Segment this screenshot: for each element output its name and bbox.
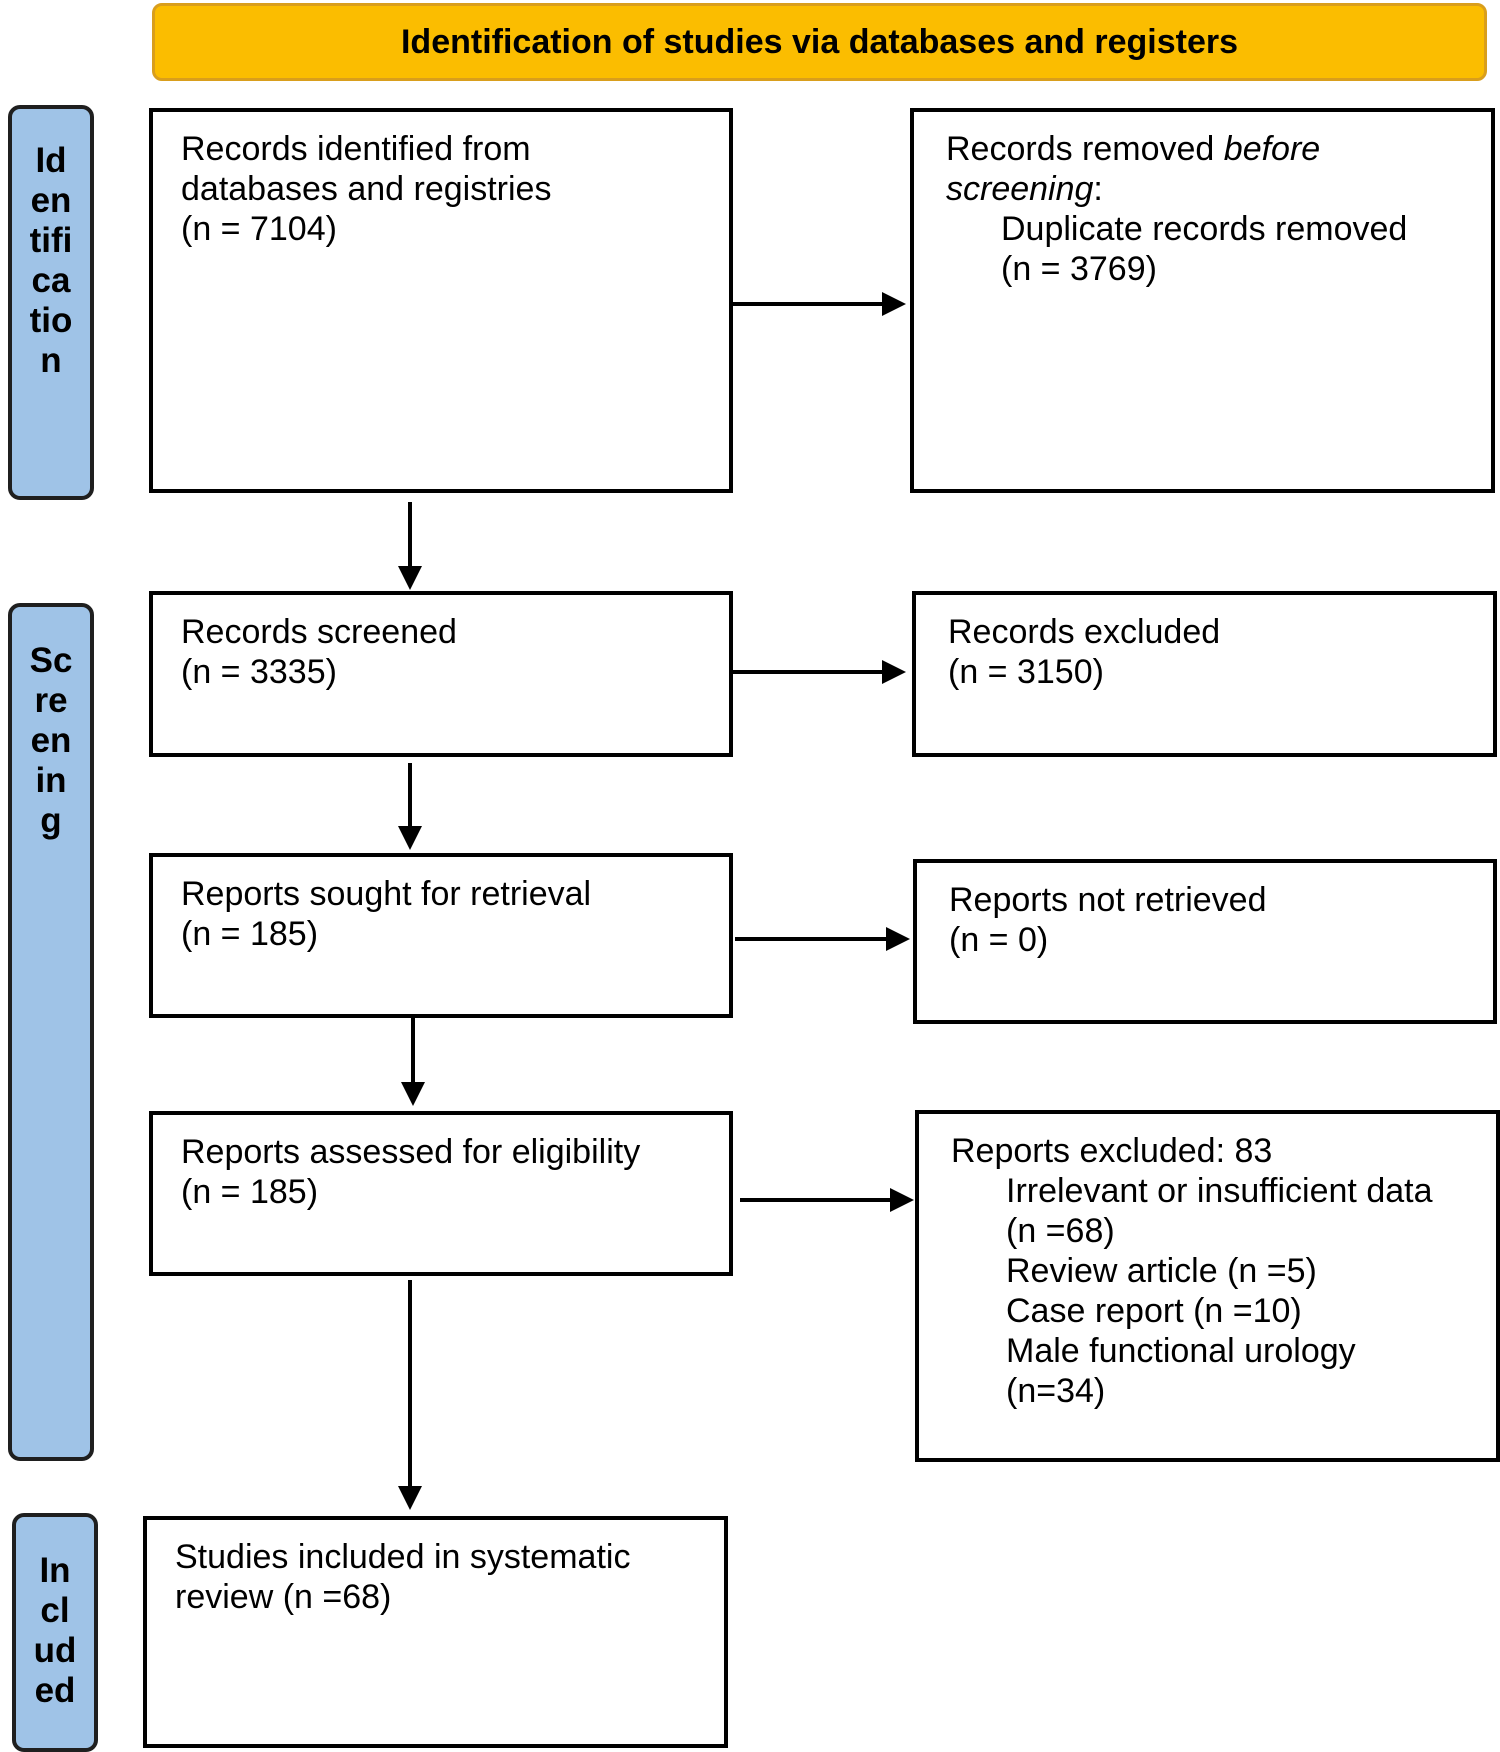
box-count: (n = 0) bbox=[949, 921, 1049, 959]
box-text: screening: bbox=[946, 169, 1491, 209]
phase-label-part: cl bbox=[40, 1591, 70, 1630]
phase-label-part: n bbox=[40, 341, 62, 380]
arrowhead bbox=[401, 1082, 425, 1106]
arrowhead bbox=[398, 826, 422, 850]
records-screened-box: Records screened (n = 3335) bbox=[149, 591, 733, 757]
exclusion-reason: (n =68) bbox=[1006, 1212, 1115, 1250]
reports-assessed-box: Reports assessed for eligibility (n = 18… bbox=[149, 1111, 733, 1276]
box-text: Reports sought for retrieval bbox=[181, 875, 592, 913]
records-excluded-box: Records excluded (n = 3150) bbox=[912, 591, 1497, 757]
phase-label-part: en bbox=[30, 721, 72, 760]
box-count: (n = 185) bbox=[181, 915, 319, 953]
box-text: Reports assessed for eligibility bbox=[181, 1133, 641, 1171]
phase-screening: Sc re en in g bbox=[8, 603, 94, 1461]
arrowhead bbox=[882, 660, 906, 684]
phase-label-part: tio bbox=[29, 301, 73, 340]
box-count: (n = 3335) bbox=[181, 653, 337, 691]
phase-label-part: ed bbox=[34, 1671, 76, 1710]
phase-label-part: re bbox=[34, 681, 68, 720]
box-count: (n = 7104) bbox=[181, 210, 337, 248]
phase-label-part: en bbox=[30, 181, 72, 220]
arrowhead bbox=[398, 1486, 422, 1510]
box-count: (n = 3769) bbox=[1001, 250, 1157, 288]
header-title: Identification of studies via databases … bbox=[400, 22, 1239, 61]
box-text-italic: before bbox=[1223, 130, 1321, 168]
phase-label-part: Sc bbox=[29, 641, 73, 680]
box-text: databases and registries bbox=[181, 170, 552, 208]
phase-identification: Id en tifi ca tio n bbox=[8, 105, 94, 500]
phase-label-part: In bbox=[39, 1551, 71, 1590]
arrowhead bbox=[886, 927, 910, 951]
box-text: Reports excluded: 83 bbox=[951, 1132, 1273, 1170]
box-text-italic: screening bbox=[946, 170, 1094, 208]
exclusion-reason: Irrelevant or insufficient data bbox=[1006, 1172, 1433, 1210]
reports-not-retrieved-box: Reports not retrieved (n = 0) bbox=[913, 859, 1497, 1024]
phase-label-part: Id bbox=[35, 141, 67, 180]
box-count: (n = 185) bbox=[181, 1173, 319, 1211]
box-text: Records identified from bbox=[181, 130, 531, 168]
exclusion-reason: (n=34) bbox=[1006, 1372, 1106, 1410]
phase-included: In cl ud ed bbox=[12, 1513, 98, 1752]
reports-excluded-box: Reports excluded: 83 Irrelevant or insuf… bbox=[915, 1110, 1500, 1462]
header-banner: Identification of studies via databases … bbox=[152, 3, 1487, 81]
phase-label-part: ud bbox=[33, 1631, 77, 1670]
exclusion-reason: Case report (n =10) bbox=[1006, 1292, 1302, 1330]
arrowhead bbox=[398, 566, 422, 590]
box-text: Records screened bbox=[181, 613, 457, 651]
box-text-prefix: Records removed bbox=[946, 130, 1224, 168]
box-text: review (n =68) bbox=[175, 1578, 392, 1616]
box-text-suffix: : bbox=[1093, 170, 1103, 208]
exclusion-reason: Male functional urology bbox=[1006, 1332, 1356, 1370]
phase-label-part: tifi bbox=[29, 221, 73, 260]
box-count: (n = 3150) bbox=[948, 653, 1104, 691]
reports-sought-box: Reports sought for retrieval (n = 185) bbox=[149, 853, 733, 1018]
phase-label-part: in bbox=[35, 761, 67, 800]
box-text: Reports not retrieved bbox=[949, 881, 1267, 919]
studies-included-box: Studies included in systematic review (n… bbox=[143, 1516, 728, 1748]
box-text: Records excluded bbox=[948, 613, 1221, 651]
exclusion-reason: Review article (n =5) bbox=[1006, 1252, 1317, 1290]
box-text: Records removed before bbox=[946, 129, 1491, 169]
records-identified-box: Records identified from databases and re… bbox=[149, 108, 733, 493]
box-text: Studies included in systematic bbox=[175, 1538, 631, 1576]
records-removed-box: Records removed before screening: Duplic… bbox=[910, 108, 1495, 493]
box-text: Duplicate records removed bbox=[1001, 210, 1408, 248]
arrowhead bbox=[882, 292, 906, 316]
phase-label-part: ca bbox=[31, 261, 71, 300]
phase-label-part: g bbox=[40, 801, 62, 840]
arrowhead bbox=[890, 1188, 914, 1212]
